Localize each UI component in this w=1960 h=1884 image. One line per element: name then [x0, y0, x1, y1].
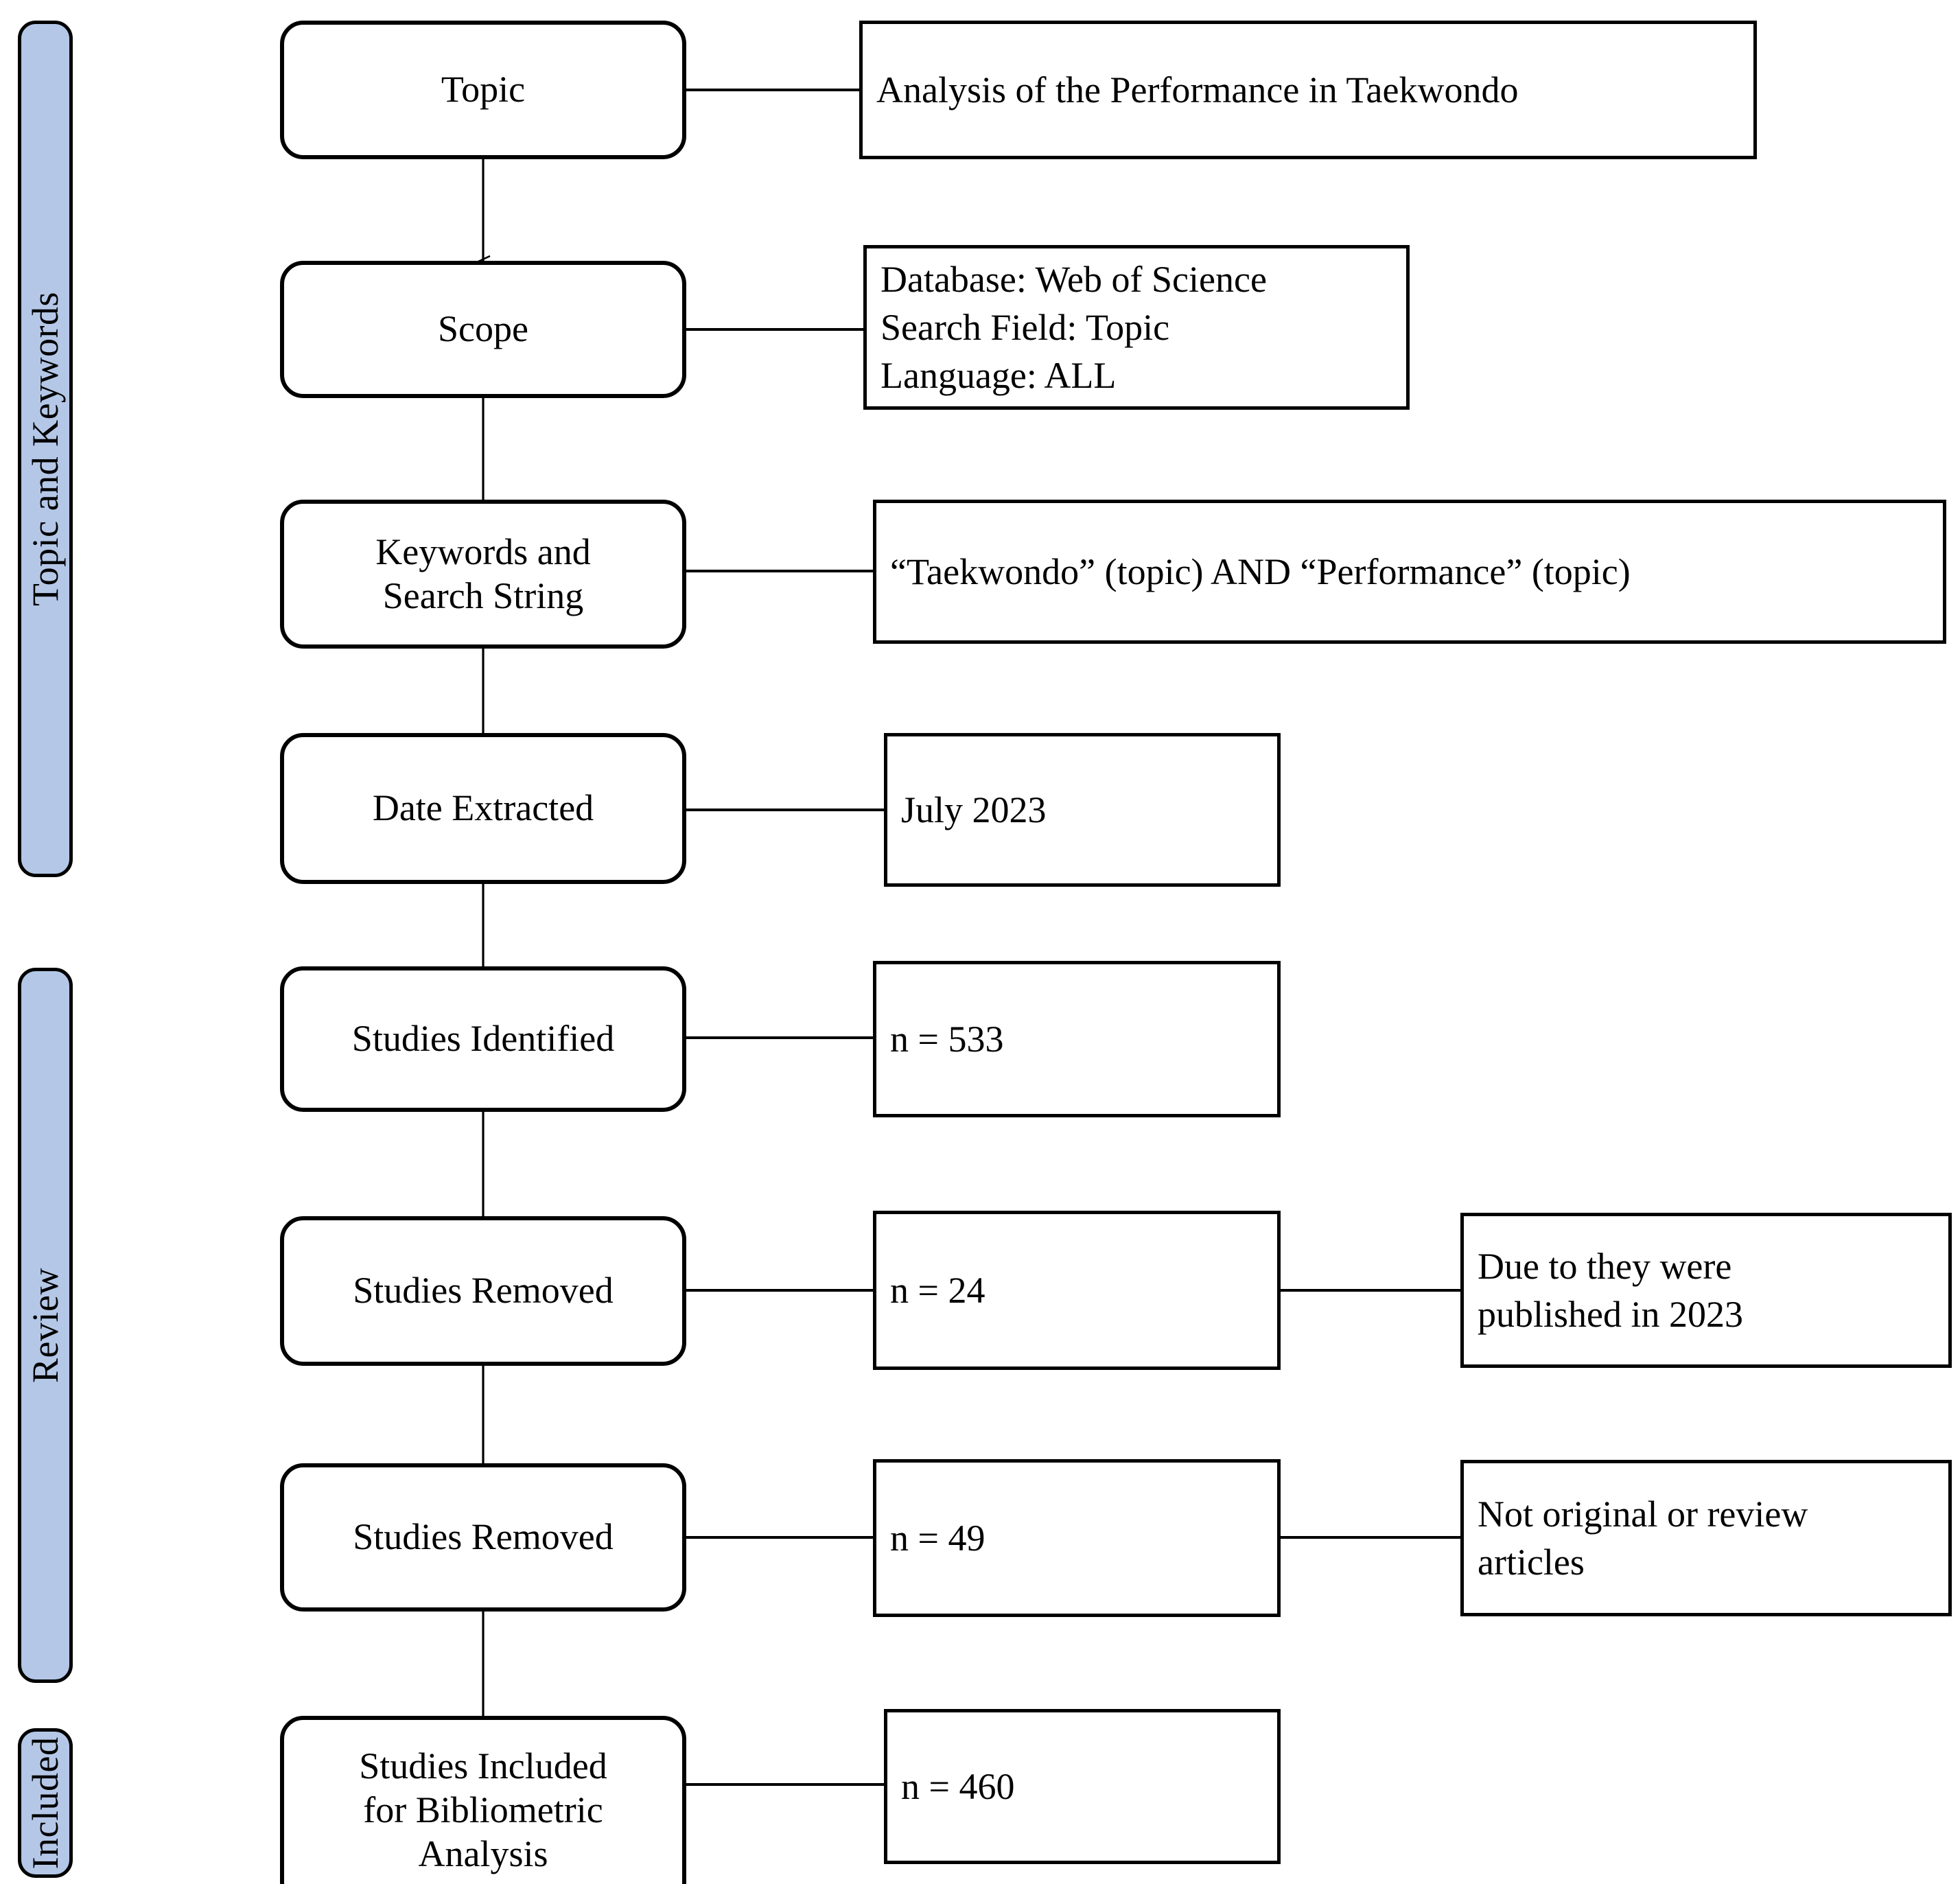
detail-identified-count: n = 533: [873, 961, 1281, 1117]
node-studies-removed-1[interactable]: Studies Removed: [280, 1216, 686, 1366]
detail-label-topic: Analysis of the Performance in Taekwondo: [876, 69, 1519, 111]
node-scope[interactable]: Scope: [280, 261, 686, 398]
node-date-extracted[interactable]: Date Extracted: [280, 733, 686, 884]
node-studies-removed-2[interactable]: Studies Removed: [280, 1463, 686, 1612]
detail-label-date: July 2023: [901, 789, 1047, 830]
detail-removed-1-count: n = 24: [873, 1211, 1281, 1370]
detail-label-removed-1-count: n = 24: [890, 1269, 985, 1311]
detail-included-count: n = 460: [884, 1709, 1281, 1864]
node-label-studies-removed-2: Studies Removed: [353, 1516, 614, 1558]
stage-label-included: Included: [25, 1736, 66, 1870]
stage-label-topic-and-keywords: Topic and Keywords: [25, 291, 66, 607]
node-label-studies-identified: Studies Identified: [351, 1018, 615, 1060]
detail-date: July 2023: [884, 733, 1281, 887]
detail-search-string: “Taekwondo” (topic) AND “Performance” (t…: [873, 500, 1946, 644]
detail-label-included-count: n = 460: [901, 1765, 1015, 1807]
stage-label-review: Review: [25, 1268, 66, 1383]
node-studies-identified[interactable]: Studies Identified: [280, 966, 686, 1112]
reason-connectors: [1281, 1289, 1460, 1539]
detail-label-identified-count: n = 533: [890, 1018, 1004, 1060]
detail-removed-2-count: n = 49: [873, 1459, 1281, 1617]
node-label-scope: Scope: [438, 308, 528, 350]
detail-connectors: [686, 89, 884, 1786]
node-label-topic: Topic: [441, 69, 526, 111]
stage-bar-topic-and-keywords: Topic and Keywords: [18, 21, 73, 877]
detail-topic: Analysis of the Performance in Taekwondo: [859, 21, 1757, 159]
node-label-studies-removed-1: Studies Removed: [353, 1270, 614, 1312]
node-label-date-extracted: Date Extracted: [372, 787, 594, 829]
stage-bar-included: Included: [18, 1728, 73, 1878]
detail-label-search-string: “Taekwondo” (topic) AND “Performance” (t…: [890, 550, 1631, 592]
detail-label-removed-2-count: n = 49: [890, 1517, 985, 1559]
node-topic[interactable]: Topic: [280, 21, 686, 159]
stage-bar-review: Review: [18, 968, 73, 1683]
